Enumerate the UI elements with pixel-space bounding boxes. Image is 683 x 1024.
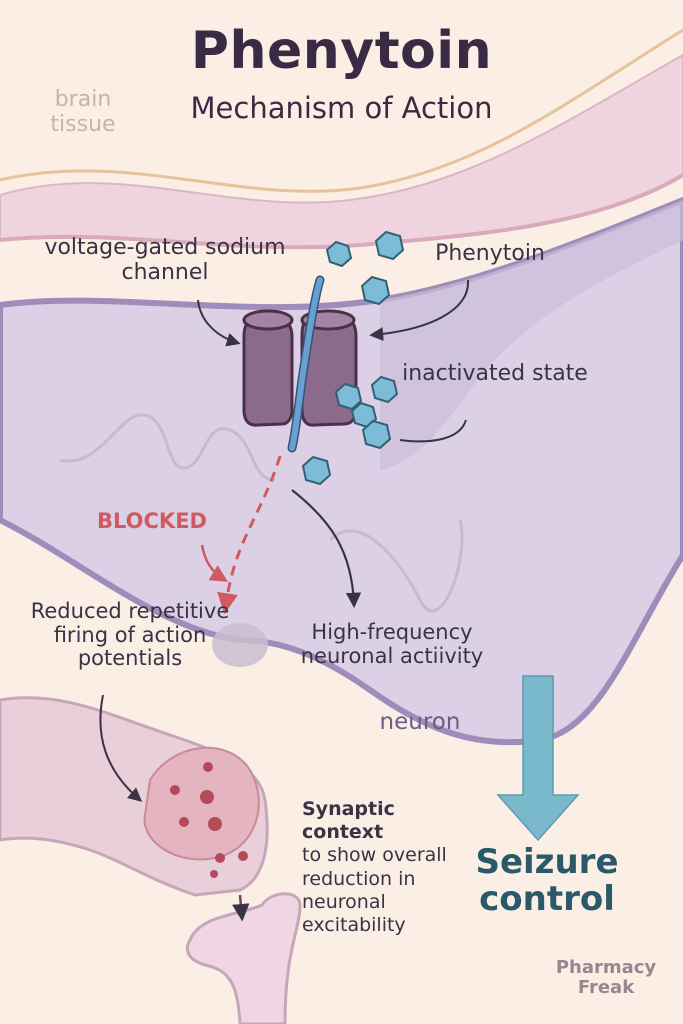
phenytoin-label: Phenytoin bbox=[435, 241, 545, 266]
tissue-line-top bbox=[0, 28, 683, 193]
high-frequency-label: High-frequency neuronal actiivity bbox=[300, 620, 484, 668]
blocked-pointer-arrow bbox=[200, 544, 228, 582]
inactivated-pointer-line bbox=[399, 419, 467, 443]
channel-pointer-arrow bbox=[197, 299, 241, 347]
tissue-line-bottom bbox=[0, 173, 683, 250]
synaptic-vesicle-icon bbox=[170, 762, 248, 878]
synaptic-heading-2: context bbox=[302, 821, 384, 844]
page-title: Phenytoin bbox=[190, 21, 493, 81]
postsynaptic-dendrite bbox=[185, 892, 302, 1024]
inactivated-state-label: inactivated state bbox=[402, 361, 588, 386]
release-arrow bbox=[232, 894, 250, 922]
synaptic-bouton bbox=[143, 746, 260, 861]
membrane-potential-trace-2 bbox=[328, 519, 464, 613]
membrane-potential-trace bbox=[59, 413, 276, 482]
blocked-pathway-arrow bbox=[217, 455, 282, 615]
reduced-firing-label: Reduced repetitive firing of action pote… bbox=[30, 599, 230, 671]
page-subtitle: Mechanism of Action bbox=[190, 91, 493, 125]
down-arrow-icon bbox=[496, 675, 580, 842]
synaptic-body: to show overall reduction in neuronal ex… bbox=[302, 844, 447, 936]
drug-pointer-arrow bbox=[369, 279, 470, 342]
phenytoin-molecule-icon bbox=[301, 230, 405, 486]
seizure-control-label: Seizure control bbox=[475, 842, 619, 920]
axon-hillock bbox=[212, 623, 268, 667]
sodium-channel-label: voltage-gated sodium channel bbox=[44, 235, 286, 285]
neuron-inner-membrane bbox=[380, 200, 683, 470]
blocked-label: BLOCKED bbox=[97, 509, 207, 533]
synaptic-context-label: Synaptic context to show overall reducti… bbox=[302, 798, 472, 937]
brain-tissue-label: brain tissue bbox=[50, 87, 116, 137]
brand-label: Pharmacy Freak bbox=[555, 957, 657, 999]
neuron-label: neuron bbox=[379, 709, 461, 735]
activity-arrow bbox=[291, 489, 362, 609]
reduced-pointer-arrow bbox=[99, 694, 143, 802]
synaptic-heading-1: Synaptic bbox=[302, 798, 395, 820]
